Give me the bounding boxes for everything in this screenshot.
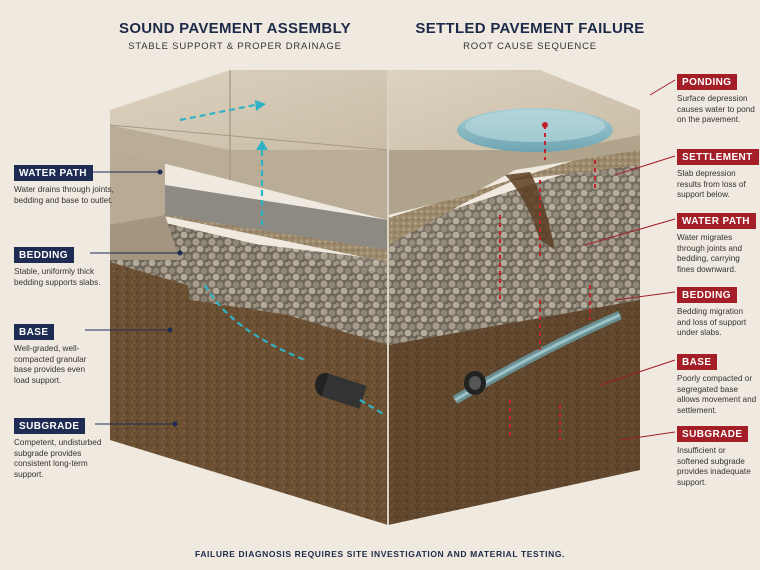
right-bedding-layer — [388, 140, 640, 245]
right-tag-subgrade: SUBGRADE — [677, 426, 749, 442]
left-tag-bedding: BEDDING — [14, 247, 74, 263]
right-tag-bedding: BEDDING — [677, 287, 737, 303]
right-label-base: BASE Poorly compacted or segregated base… — [677, 352, 757, 416]
footer-note: FAILURE DIAGNOSIS REQUIRES SITE INVESTIG… — [195, 549, 565, 559]
right-label-subgrade: SUBGRADE Insufficient or softened subgra… — [677, 424, 757, 488]
right-tag-water-path: WATER PATH — [677, 213, 756, 229]
right-failure-arrows — [499, 125, 596, 440]
left-heading: SOUND PAVEMENT ASSEMBLY STABLE SUPPORT &… — [110, 20, 360, 52]
left-drain-pipe — [315, 373, 367, 409]
left-tag-water-path: WATER PATH — [14, 165, 93, 181]
right-label-water-path: WATER PATH Water migrates through joints… — [677, 211, 757, 275]
left-title: SOUND PAVEMENT ASSEMBLY — [119, 20, 351, 37]
left-paver-slabs — [110, 70, 388, 150]
settlement-void — [505, 172, 555, 250]
left-label-subgrade: SUBGRADE Competent, undisturbed subgrade… — [14, 416, 109, 480]
right-base-gravel — [388, 195, 640, 345]
right-desc-base: Poorly compacted or segregated base allo… — [677, 374, 757, 415]
left-desc-water-path: Water drains through joints, bedding and… — [14, 185, 114, 205]
left-label-base: BASE Well-graded, well-compacted granula… — [14, 322, 94, 386]
right-desc-water-path: Water migrates through joints and beddin… — [677, 233, 743, 274]
right-label-bedding: BEDDING Bedding migration and loss of su… — [677, 285, 757, 339]
right-heading: SETTLED PAVEMENT FAILURE ROOT CAUSE SEQU… — [415, 20, 645, 52]
left-desc-subgrade: Competent, undisturbed subgrade provides… — [14, 438, 102, 479]
right-desc-settlement: Slab depression results from loss of sup… — [677, 169, 746, 199]
left-label-bedding: BEDDING Stable, uniformly thick bedding … — [14, 245, 102, 288]
right-title: SETTLED PAVEMENT FAILURE — [415, 20, 645, 37]
left-subtitle: STABLE SUPPORT & PROPER DRAINAGE — [128, 41, 342, 52]
left-tag-base: BASE — [14, 324, 55, 340]
right-tag-ponding: PONDING — [677, 74, 738, 90]
right-tag-settlement: SETTLEMENT — [677, 149, 759, 165]
right-subgrade-front — [388, 280, 640, 525]
left-tag-subgrade: SUBGRADE — [14, 418, 86, 434]
right-label-settlement: SETTLEMENT Slab depression results from … — [677, 147, 759, 201]
right-leader-lines — [584, 79, 676, 441]
left-label-water-path: WATER PATH Water drains through joints, … — [14, 163, 124, 206]
left-desc-bedding: Stable, uniformly thick bedding supports… — [14, 267, 101, 287]
left-leader-lines — [85, 171, 180, 425]
left-water-path-arrows — [179, 103, 386, 416]
right-label-ponding: PONDING Surface depression causes water … — [677, 72, 755, 126]
right-drain-pipe — [464, 371, 486, 395]
right-desc-ponding: Surface depression causes water to pond … — [677, 94, 755, 124]
left-desc-base: Well-graded, well-compacted granular bas… — [14, 344, 87, 385]
right-desc-subgrade: Insufficient or softened subgrade provid… — [677, 446, 751, 487]
right-subtitle: ROOT CAUSE SEQUENCE — [463, 41, 597, 52]
right-tag-base: BASE — [677, 354, 718, 370]
right-desc-bedding: Bedding migration and loss of support un… — [677, 307, 747, 337]
